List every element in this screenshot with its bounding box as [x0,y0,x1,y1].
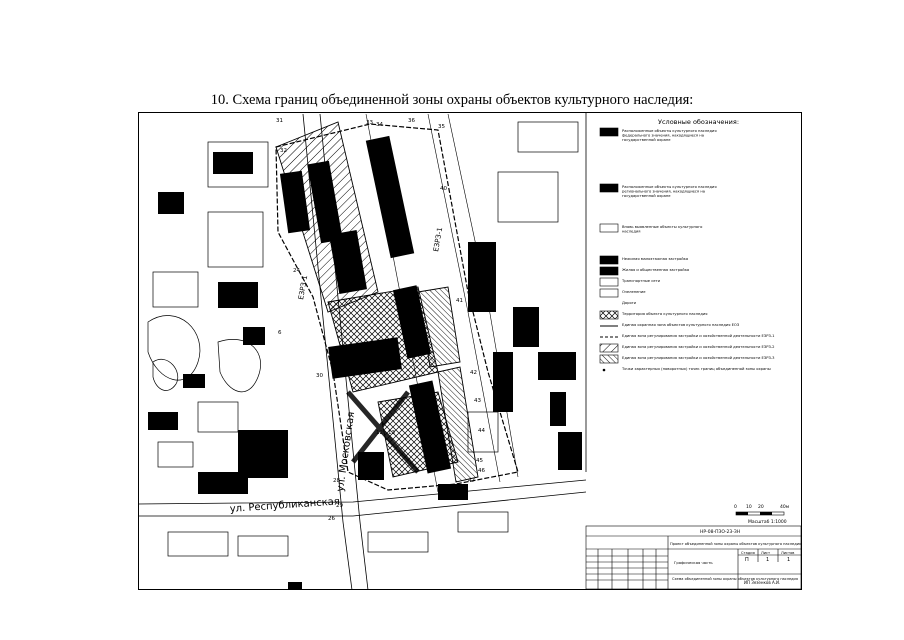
legend-swatch [599,223,619,233]
sheet-frame [138,112,802,590]
boundary-point-label: 36 [408,118,415,124]
boundary-point-label: 29 [336,503,343,509]
legend-item: Единая зона регулирования застройки и хо… [600,334,775,338]
legend-item-label: Жилая и общественная застройка [622,268,689,272]
tb-sheet-header: Лист [761,551,770,555]
boundary-point-label: 45 [476,458,483,464]
legend-item: Расположенные объекты культурного наслед… [599,127,717,142]
title-block [585,525,802,590]
legend-swatch [599,354,619,364]
scale-bar: 0 10 20 40м Масштаб 1:1000 [734,504,789,525]
boundary-point-label: 40 [440,186,447,192]
scale-tick-20: 20 [758,504,764,510]
zone-hatch-east-2 [437,366,479,483]
boundary-point-label: 12 [376,430,383,436]
legend-item-label: Расположенные объекты культурного наслед… [622,129,717,133]
boundary-point-label: 47 [468,478,475,484]
legend-item-label: Озеленение [622,290,646,294]
legend-item-label: Единая охранная зона объектов культурног… [622,323,740,327]
boundary-point-label: 35 [438,124,445,130]
scale-tick-10: 10 [746,504,752,510]
boundary-point-label: 26 [328,516,335,522]
legend-item: Нежилая малоэтажная застройка [599,255,688,265]
legend-swatch [599,277,619,287]
boundary-point-label: 41 [456,298,463,304]
boundary-point-label: 13 [388,430,395,436]
legend-item: Озеленение [599,288,646,298]
tb-part: Графическая часть [674,560,713,565]
legend-item-label: регионального значения, находящиеся на [622,190,705,194]
tb-drawing-title: Схема объединенной зоны охраны объектов … [672,577,798,581]
legend-item: Жилая и общественная застройка [599,266,689,276]
legend-item-label: наследия [622,230,641,234]
boundary-point-label: 34 [376,122,383,128]
tb-stage-header: Стадия [741,551,755,555]
scale-tick-0: 0 [734,504,737,510]
legend-item: Единая охранная зона объектов культурног… [600,323,740,327]
boundary-point-label: 42 [470,370,477,376]
buildings [148,135,582,590]
legend-item-label: Нежилая малоэтажная застройка [622,257,688,261]
scale-label: Масштаб 1:1000 [748,519,787,525]
legend-swatch [599,343,619,353]
legend-item: Вновь выявленные объекты культурногонасл… [599,223,703,234]
tb-project: Проект объединенной зоны охраны объектов… [670,542,801,546]
legend-item: Территория объекта культурного наследия [599,310,707,320]
legend-item-label: государственной охране [622,194,671,198]
boundary-point-label: 44 [478,428,485,434]
legend-item-label: Единая зона регулирования застройки и хо… [622,356,775,360]
legend-item: Расположенные объекты культурного наслед… [599,183,717,198]
legend-item: Единая зона регулирования застройки и хо… [599,343,775,353]
boundary-point-label: 33 [366,120,373,126]
legend-item-label: Территория объекта культурного наследия [621,312,707,316]
tb-sheets-header: Листов [781,551,794,555]
tb-sheets: 1 [787,557,790,563]
tb-org: ИП Зезенков А.И. [744,580,780,585]
legend-item: Точки характерных (поворотных) точек гра… [602,367,771,372]
legend-swatch [602,368,606,372]
legend-item-label: Единая зона регулирования застройки и хо… [622,345,775,349]
legend-item-label: Расположенные объекты культурного наслед… [622,185,717,189]
legend-swatch [599,183,619,193]
square-paths [346,390,420,474]
scale-tick-40: 40м [780,504,789,510]
tb-sheet: 1 [766,557,769,563]
map-area [138,113,587,590]
legend-item: Единая зона регулирования застройки и хо… [599,354,775,364]
legend-item-label: государственной охране [622,138,671,142]
legend-item-label: Транспортные сети [621,279,661,283]
boundary-point-label: 6 [278,330,282,336]
boundary-point-label: 43 [474,398,481,404]
legend-item-label: Точки характерных (поворотных) точек гра… [621,367,771,371]
legend-item-label: федерального значения, находящиеся на [622,134,704,138]
legend-swatch [599,310,619,320]
boundary-point-label: 30 [316,373,323,379]
legend-item-label: Единая зона регулирования застройки и хо… [622,334,775,338]
road-edge-respublikanskaya-north [138,479,587,505]
legend-item: Дороги [622,301,637,305]
road-edge-respublikanskaya-south [138,491,587,517]
boundary-point-label: 24 [293,268,300,274]
boundary-point-label: 32 [280,148,287,154]
legend-swatch [599,127,619,137]
legend-item: Транспортные сети [599,277,661,287]
zone-boundary [275,123,519,491]
legend-title: Условные обозначения: [658,118,739,126]
legend-swatch [599,266,619,276]
tb-stage: П [745,557,749,563]
boundary-point-label: 46 [478,468,485,474]
legend-swatch [599,288,619,298]
legend-swatch [599,255,619,265]
boundary-point-label: 28 [333,478,340,484]
tb-code: НР-08-ПЗО-23-ЗН [700,529,740,535]
legend-item-label: Дороги [622,301,637,305]
boundary-point-label: 31 [276,118,283,124]
legend: Условные обозначения: Расположенные объе… [599,118,775,372]
lot-outlines [147,121,579,557]
page-title: 10. Схема границ объединенной зоны охран… [210,92,694,108]
legend-item-label: Вновь выявленные объекты культурного [622,225,703,229]
